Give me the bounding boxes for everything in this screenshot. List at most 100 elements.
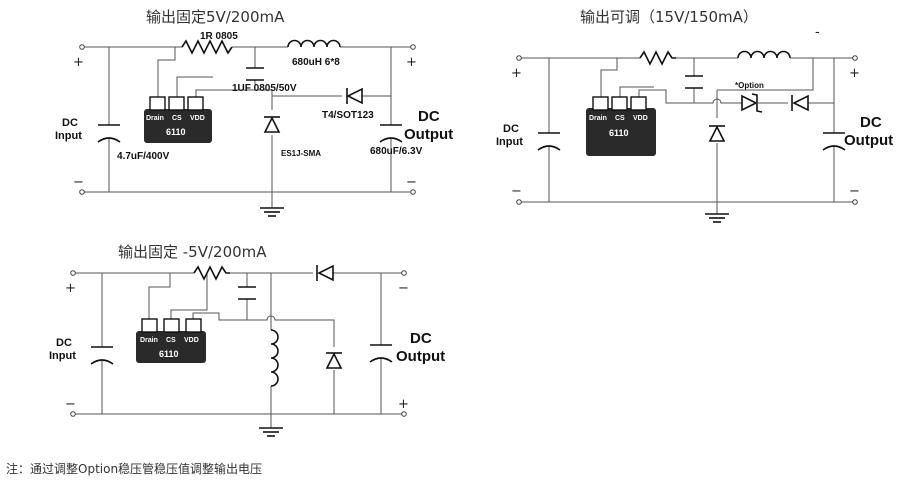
c1-inductor-label: 680uH 6*8 — [292, 57, 340, 68]
c2-diode-wire — [716, 58, 814, 202]
c3-pin-vdd — [185, 318, 202, 333]
c1-diode-horiz-symbol — [346, 87, 363, 105]
c2-option-label: *Option — [735, 81, 764, 90]
circuit-adjustable-15v: 输出可调（15V/150mA） - + − — [496, 8, 893, 223]
c3-output-cap-plate2 — [369, 357, 393, 363]
c3-resistor-symbol — [193, 265, 230, 281]
c1-input-cap-plate2 — [97, 137, 121, 143]
c2-cs-lead — [619, 86, 654, 98]
c2-pin-cs — [611, 96, 628, 111]
c3-pin-label-cs: CS — [166, 337, 176, 344]
c2-chip-body — [586, 108, 656, 156]
c3-diode-vert-symbol — [325, 352, 343, 369]
c1-diode-label: ES1J-SMA — [281, 149, 321, 158]
c1-resistor-symbol — [181, 39, 233, 55]
c2-dc-input-2: Input — [496, 136, 523, 148]
c3-diode-horiz-symbol — [317, 264, 334, 282]
circuit2-title: 输出可调（15V/150mA） — [580, 8, 758, 26]
footnote: 注：通过调整Option稳压管稳压值调整输出电压 — [6, 462, 263, 476]
c3-out-plus-terminal — [401, 411, 407, 417]
c2-out-minus-terminal — [852, 199, 858, 205]
c3-in-minus-terminal — [70, 411, 76, 417]
c2-in-minus-terminal — [516, 199, 522, 205]
c2-tick: - — [815, 25, 820, 40]
c2-in-plus: + — [511, 66, 522, 81]
c1-pin-label-vdd: VDD — [190, 115, 205, 122]
c2-ground-symbol — [704, 213, 730, 223]
c2-pin-vdd — [630, 96, 647, 111]
c2-out-minus: − — [849, 184, 860, 199]
c3-in-plus-terminal — [70, 270, 76, 276]
c3-out-plus: + — [398, 397, 409, 412]
c2-output-cap-plate2 — [822, 145, 846, 151]
c2-dc-input-1: DC — [503, 123, 519, 135]
c3-cs-lead — [170, 273, 208, 320]
c1-cs-lead — [176, 76, 213, 98]
c1-diode-vert-symbol — [263, 116, 281, 133]
circuit-fixed-neg5v: 输出固定 -5V/200mA + − − + Dr — [49, 243, 445, 437]
c1-in-minus-terminal — [79, 189, 85, 195]
c1-transistor-label: T4/SOT123 — [322, 110, 374, 121]
c1-ground-symbol — [259, 207, 285, 217]
c3-drain-lead — [148, 273, 171, 320]
c1-pin-drain — [149, 96, 166, 111]
c3-input-cap-plate2 — [90, 359, 114, 365]
circuit1-title: 输出固定5V/200mA — [146, 8, 285, 26]
c1-dc-output-1: DC — [418, 108, 440, 125]
c2-pin-label-drain: Drain — [589, 115, 607, 122]
c2-out-plus-terminal — [852, 55, 858, 61]
c2-out-plus: + — [849, 66, 860, 81]
c1-inductor-symbol — [287, 39, 341, 48]
c1-out-plus-terminal — [410, 44, 416, 50]
c1-resistor-label: 1R 0805 — [200, 31, 238, 42]
c2-dc-output-1: DC — [860, 114, 882, 131]
c1-input-cap-label: 4.7uF/400V — [117, 151, 170, 162]
c1-chip-body — [144, 109, 212, 143]
c3-dc-input-1: DC — [56, 337, 72, 349]
c3-out-minus: − — [398, 281, 409, 296]
c3-in-plus: + — [65, 281, 76, 296]
c3-pin-label-drain: Drain — [140, 337, 158, 344]
c3-ground-symbol — [258, 427, 284, 437]
c1-in-plus: + — [73, 55, 84, 70]
c2-resistor-symbol — [639, 50, 676, 66]
c2-diode-vert-symbol — [708, 125, 726, 142]
c3-out-minus-terminal — [401, 270, 407, 276]
circuit-fixed-5v: 输出固定5V/200mA — [55, 8, 453, 217]
c2-zener-symbol — [741, 94, 758, 112]
c1-pin-vdd — [187, 96, 204, 111]
c2-in-plus-terminal — [516, 55, 522, 61]
c3-dc-output-2: Output — [396, 348, 445, 365]
c2-diode-horiz-symbol — [792, 94, 809, 112]
c3-inductor-symbol — [270, 329, 279, 387]
c1-capacitor-label: 1UF 0805/50V — [232, 83, 297, 94]
c3-pin-cs — [163, 318, 180, 333]
circuit3-title: 输出固定 -5V/200mA — [118, 243, 267, 261]
c2-input-cap-plate2 — [537, 145, 561, 151]
c1-pin-cs — [168, 96, 185, 111]
c1-out-minus-terminal — [410, 189, 416, 195]
c2-chip-label: 6110 — [609, 128, 629, 138]
c1-dc-input-1: DC — [62, 117, 78, 129]
c3-pin-drain — [141, 318, 158, 333]
c1-drain-lead — [157, 47, 176, 98]
c1-chip-label: 6110 — [166, 127, 186, 137]
c2-pin-label-vdd: VDD — [633, 115, 648, 122]
c1-out-minus: − — [406, 175, 417, 190]
c1-vdd-lead — [195, 89, 273, 192]
c1-pin-label-drain: Drain — [146, 115, 164, 122]
c2-in-minus: − — [511, 184, 522, 199]
c3-dc-input-2: Input — [49, 350, 76, 362]
c2-dc-output-2: Output — [844, 132, 893, 149]
c2-vdd-lead — [638, 89, 834, 104]
c1-in-minus: − — [73, 175, 84, 190]
c2-pin-label-cs: CS — [615, 115, 625, 122]
c3-chip-body — [136, 331, 206, 363]
c3-in-minus: − — [65, 397, 76, 412]
c3-pin-label-vdd: VDD — [184, 337, 199, 344]
c3-vdd-lead — [192, 312, 335, 414]
c1-output-cap-label: 680uF/6.3V — [370, 146, 423, 157]
c1-output-cap-plate2 — [379, 137, 403, 143]
c3-dc-output-1: DC — [410, 330, 432, 347]
